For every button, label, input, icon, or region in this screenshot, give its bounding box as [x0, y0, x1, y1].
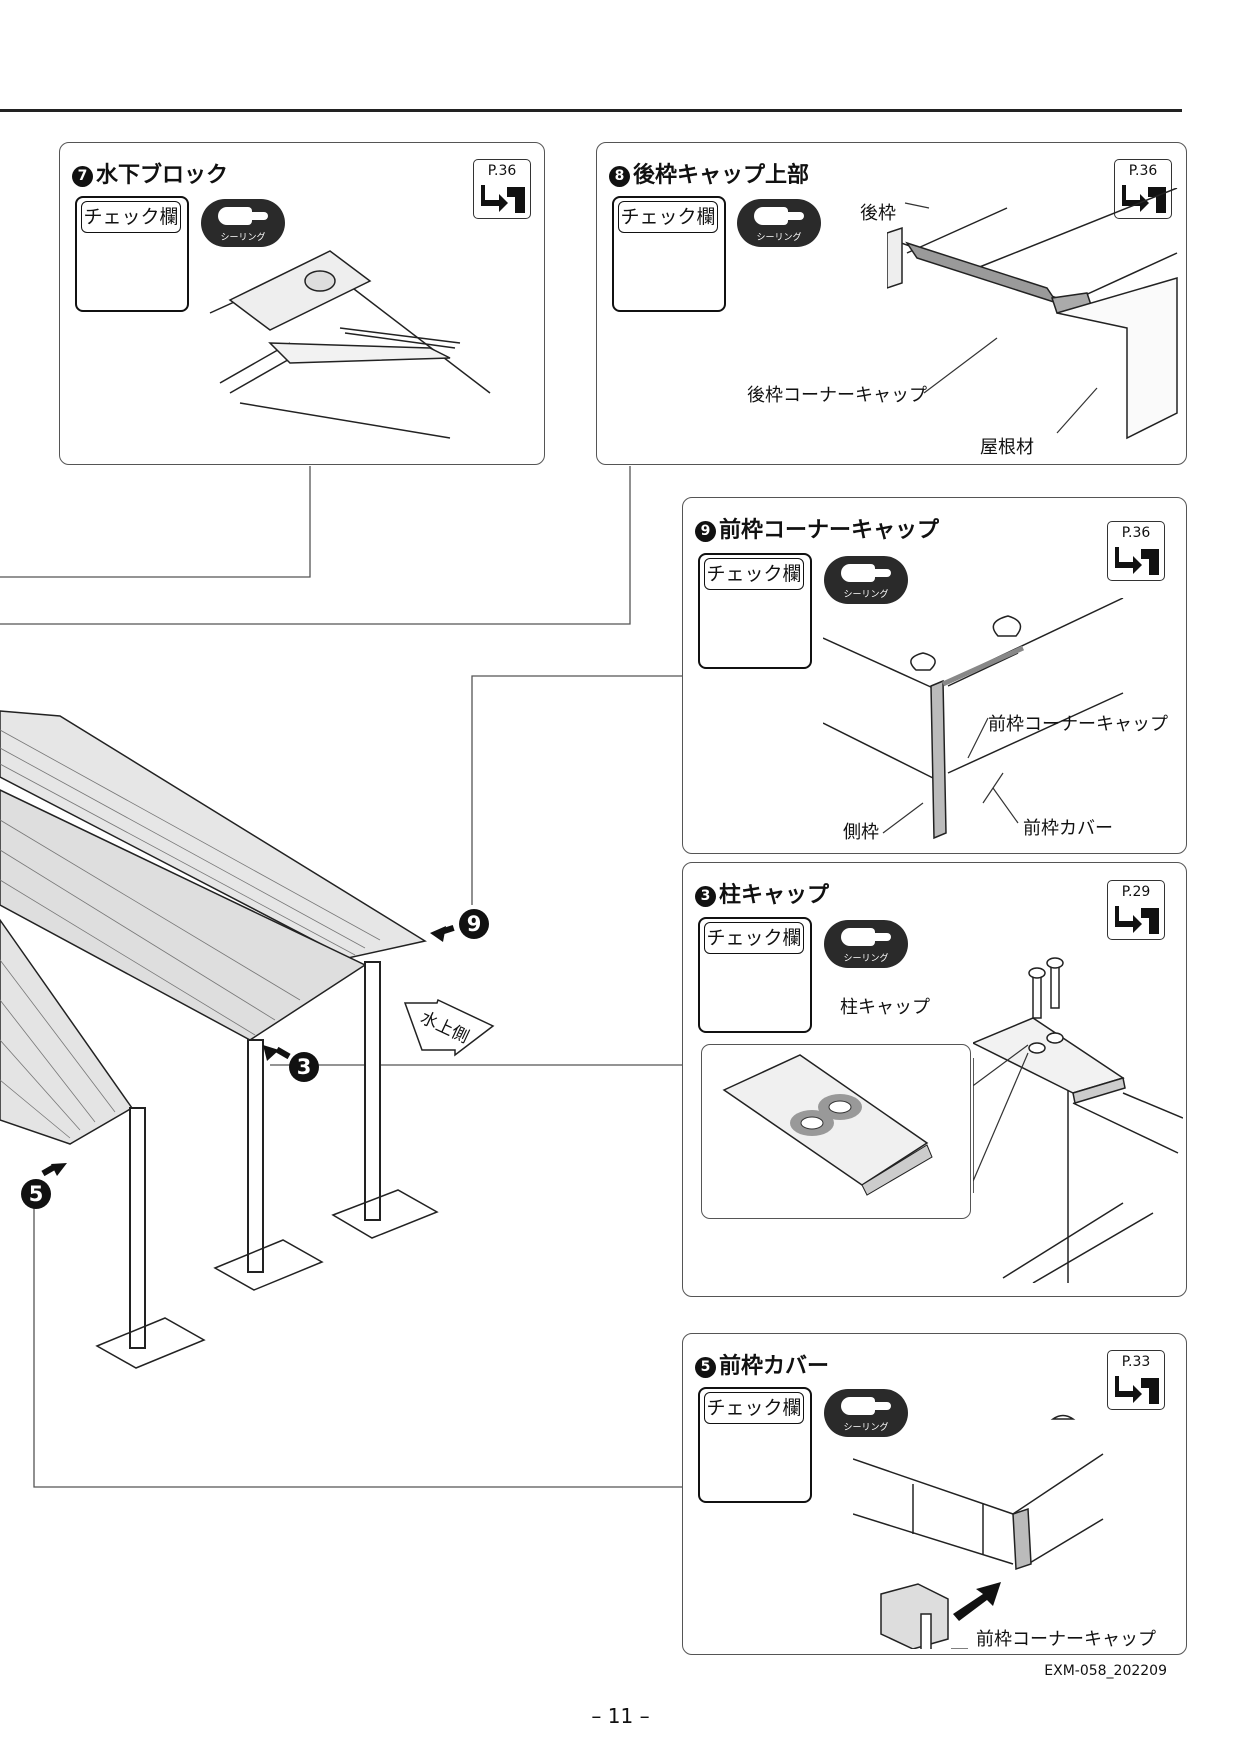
- page-ref-arrow-icon: [1115, 547, 1159, 575]
- check-label: チェック欄: [81, 201, 181, 233]
- panel-7-page-label: P.36: [487, 163, 517, 179]
- callout-9: 9: [459, 909, 489, 939]
- page-ref-arrow-icon: [1115, 1376, 1159, 1404]
- sealing-icon: シーリング: [824, 1389, 908, 1437]
- panel-3-page-ref: P.29: [1107, 880, 1165, 940]
- sealing-icon: シーリング: [824, 920, 908, 968]
- sealing-icon: シーリング: [737, 199, 821, 247]
- panel-5-title-text: 前枠カバー: [719, 1354, 830, 1379]
- panel-8-title-text: 後枠キャップ上部: [633, 163, 810, 188]
- page-ref-arrow-icon: [481, 185, 525, 213]
- side-frame-label: 側枠: [843, 822, 879, 843]
- sealing-label: シーリング: [220, 233, 266, 243]
- check-label: チェック欄: [704, 558, 804, 590]
- panel-3-illustration: [973, 957, 1183, 1283]
- callout-5: 5: [21, 1179, 51, 1209]
- panel-9-check-box[interactable]: チェック欄: [698, 553, 812, 669]
- sealing-label: シーリング: [843, 590, 889, 600]
- post-cap-zoom-inset: [701, 1044, 971, 1219]
- page-number: – 11 –: [591, 1704, 650, 1728]
- front-corner-cap-label: 前枠コーナーキャップ: [988, 714, 1168, 735]
- panel-5-page-label: P.33: [1121, 1354, 1151, 1370]
- panel-8-check-box[interactable]: チェック欄: [612, 196, 726, 312]
- panel-3-check-box[interactable]: チェック欄: [698, 917, 812, 1033]
- panel-7-check-box[interactable]: チェック欄: [75, 196, 189, 312]
- panel-3-page-label: P.29: [1121, 884, 1151, 900]
- panel-5-illustration: [853, 1414, 1104, 1649]
- page-ref-arrow-icon: [1115, 906, 1159, 934]
- panel-7-number: 7: [72, 166, 93, 187]
- rear-corner-cap-label: 後枠コーナーキャップ: [747, 385, 927, 406]
- check-label: チェック欄: [704, 922, 804, 954]
- header-rule: [0, 109, 1182, 112]
- check-label: チェック欄: [704, 1392, 804, 1424]
- panel-7-illustration: [209, 250, 491, 439]
- panel-5-check-box[interactable]: チェック欄: [698, 1387, 812, 1503]
- sealing-label: シーリング: [843, 1423, 889, 1433]
- panel-5-number: 5: [695, 1357, 716, 1378]
- post-cap-label: 柱キャップ: [840, 997, 930, 1018]
- panel-9-page-label: P.36: [1121, 525, 1151, 541]
- panel-9-illustration: [823, 598, 1124, 840]
- panel-9-title-text: 前枠コーナーキャップ: [719, 518, 940, 543]
- sealing-icon: シーリング: [201, 199, 285, 247]
- rear-frame-label: 後枠: [860, 203, 896, 224]
- panel-8-number: 8: [609, 166, 630, 187]
- post-cap-detail-illustration: [722, 1054, 933, 1196]
- panel-5-page-ref: P.33: [1107, 1350, 1165, 1410]
- check-label: チェック欄: [618, 201, 718, 233]
- sealing-label: シーリング: [756, 233, 802, 243]
- front-corner-cap-label: 前枠コーナーキャップ: [976, 1629, 1156, 1650]
- panel-3-number: 3: [695, 886, 716, 907]
- panel-3-title-text: 柱キャップ: [719, 883, 830, 908]
- panel-8-page-label: P.36: [1128, 163, 1158, 179]
- sealing-icon: シーリング: [824, 556, 908, 604]
- callout-3: 3: [289, 1052, 319, 1082]
- panel-7-title-text: 水下ブロック: [96, 163, 229, 188]
- sealing-label: シーリング: [843, 954, 889, 964]
- panel-9-number: 9: [695, 521, 716, 542]
- document-code: EXM-058_202209: [1044, 1663, 1167, 1679]
- panel-8-illustration: [887, 188, 1178, 440]
- roof-material-label: 屋根材: [980, 437, 1034, 458]
- panel-9-page-ref: P.36: [1107, 521, 1165, 581]
- front-cover-label: 前枠カバー: [1023, 818, 1113, 839]
- panel-7-page-ref: P.36: [473, 159, 531, 219]
